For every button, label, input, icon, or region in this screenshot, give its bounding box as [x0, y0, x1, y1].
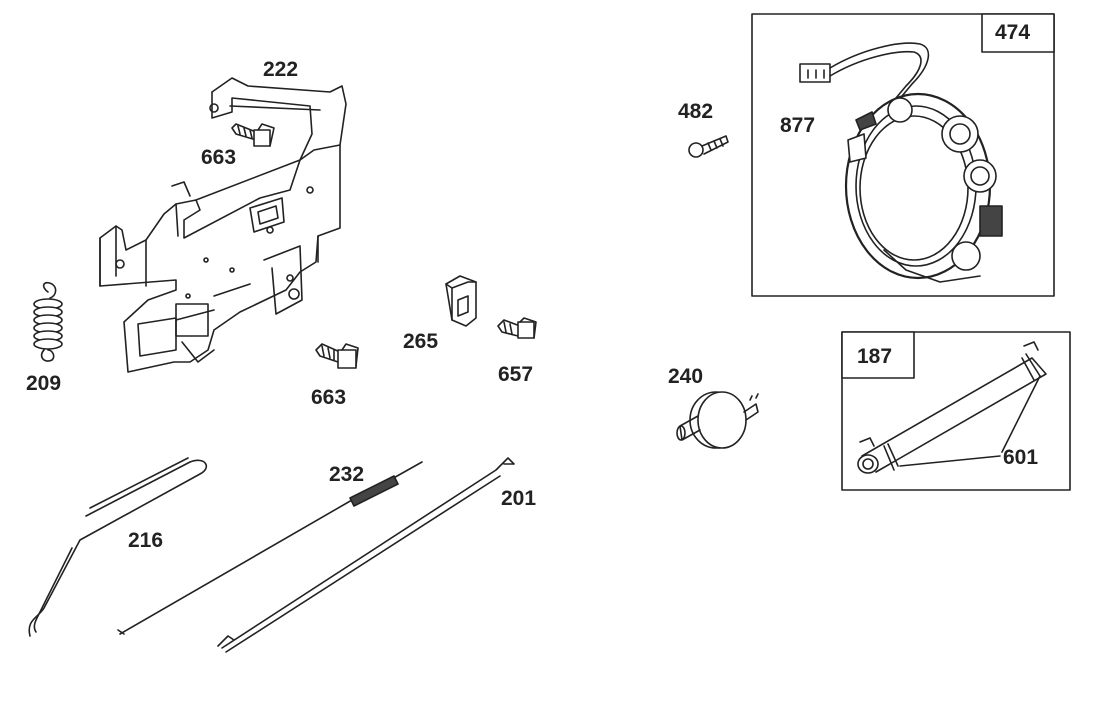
clamp-601-leaders [900, 376, 1040, 466]
label-240: 240 [668, 365, 704, 388]
clip-265 [446, 276, 476, 326]
label-187: 187 [857, 345, 893, 368]
control-bracket-222 [100, 78, 346, 372]
label-232: 232 [329, 463, 365, 486]
label-601: 601 [1003, 446, 1039, 469]
label-209: 209 [26, 372, 62, 395]
screw-663-lower [316, 344, 358, 368]
label-657: 657 [498, 363, 534, 386]
cable-232 [118, 462, 422, 634]
label-877: 877 [780, 114, 816, 137]
label-201: 201 [501, 487, 537, 510]
label-222: 222 [263, 58, 299, 81]
screw-663-upper [232, 124, 274, 146]
label-474: 474 [995, 21, 1031, 44]
screw-657 [498, 318, 536, 338]
governor-rod-201 [218, 458, 514, 652]
label-265: 265 [403, 330, 439, 353]
label-663-upper: 663 [201, 146, 237, 169]
label-482: 482 [678, 100, 714, 123]
link-rod-216 [29, 458, 206, 636]
label-663-lower: 663 [311, 386, 347, 409]
fuel-line [858, 342, 1046, 473]
screw-482 [689, 136, 728, 157]
alternator-877 [800, 43, 1002, 282]
spring-209 [34, 283, 62, 361]
label-216: 216 [128, 529, 164, 552]
fuel-filter-240 [677, 392, 758, 448]
